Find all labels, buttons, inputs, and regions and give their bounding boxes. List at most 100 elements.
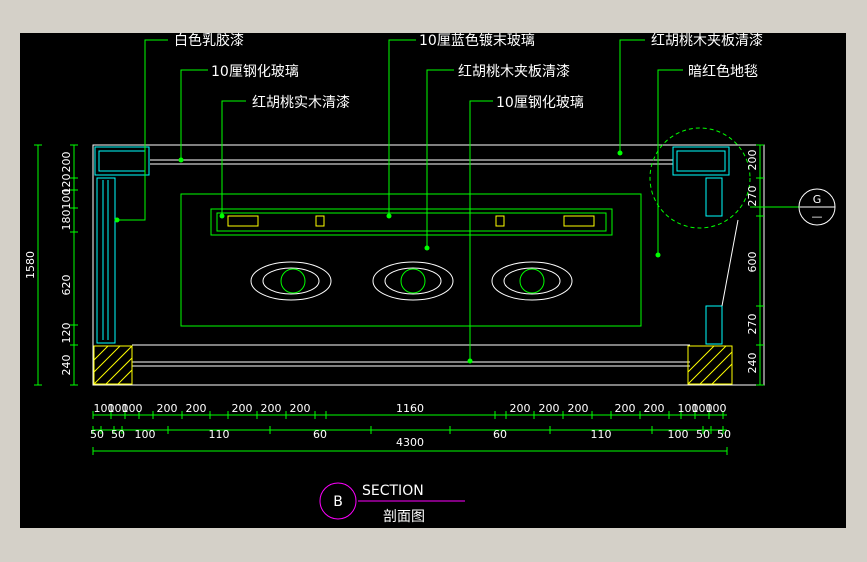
callout-top-right-1: 红胡桃木夹板清漆 bbox=[651, 33, 763, 49]
section-title: SECTION bbox=[362, 483, 424, 499]
left-dimension-labels: 200 120 100 180 620 120 240 1580 bbox=[24, 152, 73, 376]
dim-right-1: 270 bbox=[746, 186, 759, 207]
dim-left-2: 100 bbox=[60, 189, 73, 210]
dim-left-6: 240 bbox=[60, 355, 73, 376]
left-hatch-2 bbox=[93, 345, 121, 373]
left-hatch-3 bbox=[93, 345, 109, 361]
dim-bottom1-10: 200 bbox=[539, 402, 560, 415]
detail-marker-letter: G bbox=[813, 193, 822, 206]
right-dimension-labels: 200 270 600 270 240 bbox=[746, 150, 759, 374]
drawing-canvas bbox=[20, 33, 846, 528]
left-wall-panel bbox=[96, 177, 116, 344]
leader-top-right-1 bbox=[619, 39, 645, 153]
leader-dot bbox=[655, 252, 661, 258]
leader-top-center-3 bbox=[469, 100, 493, 361]
callout-top-center-1: 10厘蓝色镀末玻璃 bbox=[419, 32, 535, 49]
leader-top-center-2 bbox=[426, 69, 454, 248]
right-lower-panel bbox=[705, 305, 723, 345]
dim-right-0: 200 bbox=[746, 150, 759, 171]
dim-bottom1-6: 200 bbox=[261, 402, 282, 415]
section-marker-circle bbox=[319, 482, 357, 520]
bottom-dimension-row-1: 100 100 100 200 200 200 200 200 1160 200… bbox=[94, 402, 727, 415]
leader-top-left-3 bbox=[221, 100, 246, 216]
dim-bottom1-3: 200 bbox=[157, 402, 178, 415]
inner-wall-panel bbox=[180, 193, 642, 327]
dim-bottom1-13: 200 bbox=[644, 402, 665, 415]
callout-top-right-2: 暗红色地毯 bbox=[688, 63, 758, 80]
leader-dot bbox=[386, 213, 392, 219]
dim-bottom1-15: 100 bbox=[692, 402, 713, 415]
glass-strip-mid-1 bbox=[315, 215, 325, 227]
dim-bottom1-8: 1160 bbox=[396, 402, 424, 415]
left-hatch-5 bbox=[117, 369, 133, 385]
dim-bottom-total: 4300 bbox=[396, 436, 424, 449]
glass-strip-left bbox=[227, 215, 259, 227]
dim-right-2: 600 bbox=[746, 252, 759, 273]
callout-top-center-2: 红胡桃木夹板清漆 bbox=[458, 64, 570, 80]
bottom-dimension-row-2: 50 50 100 110 60 60 110 100 50 50 bbox=[90, 428, 731, 441]
dim-left-3: 180 bbox=[60, 210, 73, 231]
leader-top-center-1 bbox=[388, 39, 416, 216]
left-floor-hatch bbox=[93, 345, 133, 385]
dim-bottom2-1: 50 bbox=[111, 428, 125, 441]
dim-bottom1-4: 200 bbox=[186, 402, 207, 415]
detail-marker-sub: — bbox=[812, 210, 823, 223]
lamp-3-outer bbox=[491, 261, 573, 301]
lamp-1-outer bbox=[250, 261, 332, 301]
dim-bottom1-14: 100 bbox=[678, 402, 699, 415]
right-upper-panel bbox=[705, 177, 723, 217]
right-hatch-3 bbox=[699, 351, 733, 385]
lamp-3-mid bbox=[503, 267, 561, 295]
right-ceiling-box-inner bbox=[676, 150, 726, 172]
leader-dot bbox=[617, 150, 623, 156]
display-frame-outer bbox=[210, 208, 613, 236]
display-frame-inner bbox=[216, 212, 607, 232]
right-glass-slope bbox=[721, 219, 739, 307]
leader-dot bbox=[219, 213, 225, 219]
section-outline bbox=[92, 144, 765, 386]
dim-bottom1-0: 100 bbox=[94, 402, 115, 415]
detail-callout-circle bbox=[649, 127, 751, 229]
left-dim-ticks bbox=[34, 144, 78, 386]
leader-dot bbox=[178, 157, 184, 163]
bottom-dim-ticks bbox=[92, 411, 728, 455]
leader-dot bbox=[424, 245, 430, 251]
right-hatch-2 bbox=[687, 345, 715, 373]
lamp-2-outer bbox=[372, 261, 454, 301]
right-ceiling-box bbox=[672, 146, 730, 176]
right-hatch-4 bbox=[711, 363, 733, 385]
dim-right-3: 270 bbox=[746, 314, 759, 335]
right-hatch-1 bbox=[687, 345, 727, 385]
dim-bottom1-7: 200 bbox=[290, 402, 311, 415]
dim-bottom2-5: 60 bbox=[493, 428, 507, 441]
leader-top-left-1 bbox=[117, 39, 168, 221]
left-hatch-4 bbox=[105, 357, 133, 385]
glass-strip-mid-2 bbox=[495, 215, 505, 227]
dim-right-4: 240 bbox=[746, 353, 759, 374]
dim-left-1: 120 bbox=[60, 174, 73, 195]
dim-left-4: 620 bbox=[60, 275, 73, 296]
right-floor-hatch bbox=[687, 345, 733, 385]
callout-top-left-3: 红胡桃实木清漆 bbox=[252, 95, 350, 111]
left-ceiling-box-inner bbox=[98, 150, 146, 172]
leader-dot bbox=[467, 358, 473, 364]
dim-bottom2-6: 110 bbox=[591, 428, 612, 441]
lamp-2-mid bbox=[384, 267, 442, 295]
lamp-1-bulb bbox=[280, 268, 306, 294]
lamp-2-bulb bbox=[400, 268, 426, 294]
dim-bottom2-4: 60 bbox=[313, 428, 327, 441]
dim-left-total: 1580 bbox=[24, 251, 37, 279]
dim-bottom2-9: 50 bbox=[717, 428, 731, 441]
dim-bottom1-9: 200 bbox=[510, 402, 531, 415]
dim-bottom2-2: 100 bbox=[135, 428, 156, 441]
callout-top-left-1: 白色乳胶漆 bbox=[174, 32, 244, 49]
dim-bottom1-5: 200 bbox=[232, 402, 253, 415]
dim-bottom2-3: 110 bbox=[209, 428, 230, 441]
dim-bottom1-12: 200 bbox=[615, 402, 636, 415]
callout-top-center-3: 10厘钢化玻璃 bbox=[496, 94, 584, 111]
dim-bottom1-11: 200 bbox=[568, 402, 589, 415]
dim-bottom2-7: 100 bbox=[668, 428, 689, 441]
section-marker-letter: B bbox=[333, 494, 343, 510]
callout-top-left-2: 10厘钢化玻璃 bbox=[211, 63, 299, 80]
